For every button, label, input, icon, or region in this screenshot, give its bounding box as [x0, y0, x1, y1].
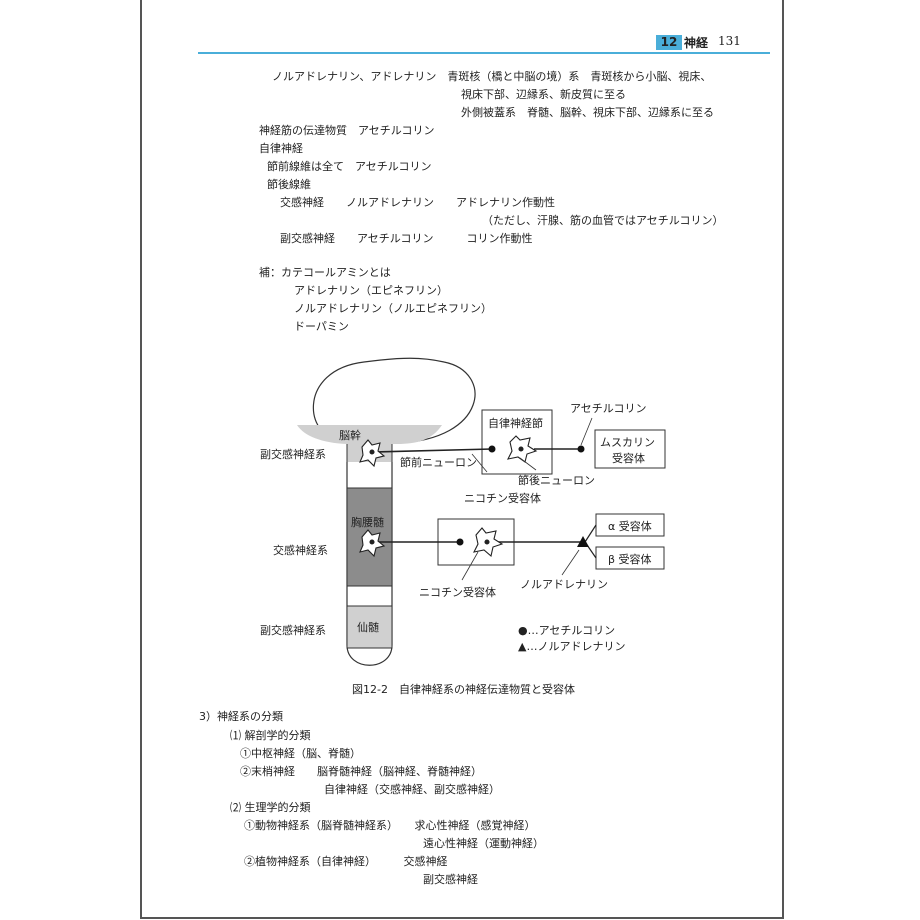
figure-caption: 図12-2 自律神経系の神経伝達物質と受容体	[352, 682, 575, 696]
label-nicotinic-bottom: ニコチン受容体	[419, 585, 496, 599]
label-sympathetic: 交感神経系	[273, 543, 328, 557]
legend-ach: ●…アセチルコリン	[518, 624, 615, 637]
label-nicotinic-top: ニコチン受容体	[464, 491, 541, 505]
text-line: 節後線維	[267, 178, 311, 191]
neuron-ganglion-bottom	[473, 527, 504, 558]
cns-outline	[312, 357, 476, 444]
label-muscarinic-1: ムスカリン	[600, 436, 655, 449]
text-line: 副交感神経 アセチルコリン コリン作動性	[280, 232, 533, 245]
text-line: 視床下部、辺縁系、新皮質に至る	[461, 88, 626, 101]
sacral-region	[346, 605, 393, 649]
chapter-number: 12	[656, 35, 682, 50]
text-line: アドレナリン（エピネフリン）	[294, 284, 448, 297]
header-rule	[198, 52, 770, 54]
text-line: ドーパミン	[294, 320, 349, 333]
label-parasympathetic-top: 副交感神経系	[260, 447, 326, 461]
neuron-thoracic	[359, 529, 386, 558]
label-noradrenaline: ノルアドレナリン	[520, 578, 608, 591]
chapter-title: 神経	[684, 36, 709, 50]
classification-line: 遠心性神経（運動神経）	[423, 837, 544, 850]
synapse-marks	[456, 445, 589, 547]
label-brainstem: 脳幹	[339, 428, 361, 442]
text-line: 補：カテコールアミンとは	[259, 266, 391, 279]
label-thoracolumbar: 胸腰髄	[351, 515, 384, 529]
label-beta: β 受容体	[608, 552, 652, 566]
classification-line: 自律神経（交感神経、副交感神経）	[324, 783, 500, 796]
label-ach-top: アセチルコリン	[570, 402, 647, 415]
classification-line: 副交感神経	[423, 873, 478, 886]
classification-line: ⑴ 解剖学的分類	[230, 729, 311, 742]
text-line: 外側被蓋系 脊髄、脳幹、視床下部、辺縁系に至る	[461, 106, 714, 119]
text-line: ノルアドレナリン、アドレナリン 青斑核（橋と中脳の境）系 青斑核から小脳、視床、	[272, 70, 712, 83]
autonomic-figure: 脳幹 胸腰髄 仙髄 副交感神経系 交感神経系 副交感神経系 自律神経節 アセチル…	[260, 357, 666, 696]
label-ganglion: 自律神経節	[488, 416, 543, 430]
classification-line: 3）神経系の分類	[199, 710, 283, 723]
muscarinic-box	[594, 429, 666, 469]
classification-line: ②末梢神経 脳脊髄神経（脳神経、脊髄神経）	[240, 765, 482, 778]
book-page: 12 神経 131 ノルアドレナリン、アドレナリン 青斑核（橋と中脳の境）系 青…	[140, 0, 784, 919]
text-line: 自律神経	[259, 142, 303, 155]
text-line: 交感神経 ノルアドレナリン アドレナリン作動性	[280, 196, 555, 209]
text-line: 節前線維は全て アセチルコリン	[267, 160, 432, 173]
label-parasympathetic-bottom: 副交感神経系	[260, 623, 326, 637]
text-line: 神経筋の伝達物質 アセチルコリン	[259, 124, 435, 137]
label-postganglionic: 節後ニューロン	[518, 473, 595, 487]
label-sacral: 仙髄	[357, 620, 379, 634]
classification-line: ①動物神経系（脳脊髄神経系） 求心性神経（感覚神経）	[244, 819, 536, 832]
label-preganglionic: 節前ニューロン	[400, 455, 477, 469]
classification-line: ①中枢神経（脳、脊髄）	[240, 747, 361, 760]
page-number: 131	[718, 34, 741, 48]
legend-na: ▲…ノルアドレナリン	[518, 640, 625, 653]
label-alpha: α 受容体	[608, 519, 652, 533]
text-line: ノルアドレナリン（ノルエピネフリン）	[294, 302, 492, 315]
classification-line: ⑵ 生理学的分類	[230, 801, 311, 814]
neuron-brainstem	[359, 439, 386, 468]
text-line: （ただし、汗腺、筋の血管ではアセチルコリン）	[482, 214, 724, 227]
label-muscarinic-2: 受容体	[612, 451, 645, 465]
neuron-ganglion-top	[507, 435, 538, 463]
classification-line: ②植物神経系（自律神経） 交感神経	[244, 855, 448, 868]
